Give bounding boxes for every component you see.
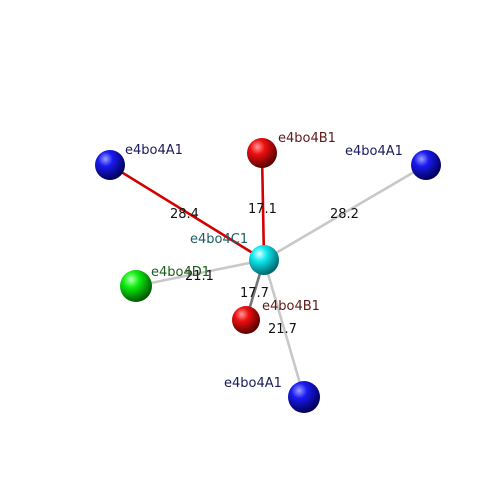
distance-label-green: 21.1 [185, 269, 214, 284]
atom-blue-right [411, 150, 441, 180]
atom-label-green: e4bo4D1 [151, 265, 210, 280]
atom-label-center: e4bo4C1 [190, 232, 248, 247]
bond-center-blue-right [262, 163, 428, 262]
atom-label-blue-right: e4bo4A1 [345, 144, 403, 159]
distance-label-layer: 28.4 17.1 28.2 21.1 17.7 21.7 [170, 202, 359, 337]
atom-blue-bottom [288, 381, 320, 413]
atom-layer [95, 138, 441, 413]
atom-label-layer: e4bo4C1 e4bo4B1 e4bo4A1 e4bo4A1 e4bo4D1 … [125, 131, 403, 391]
distance-label-blue-left: 28.4 [170, 207, 199, 222]
atom-label-red-top: e4bo4B1 [278, 131, 336, 146]
distance-label-red-low: 17.7 [240, 286, 269, 301]
distance-label-red-top: 17.1 [248, 202, 277, 217]
bond-layer [108, 151, 428, 399]
atom-green-left [120, 270, 152, 302]
atom-red-low [232, 306, 260, 334]
atom-label-red-low: e4bo4B1 [262, 299, 320, 314]
atom-blue-left [95, 150, 125, 180]
distance-label-blue-right: 28.2 [330, 207, 359, 222]
bond-center-green [134, 258, 266, 288]
bond-center-blue-left [108, 163, 266, 262]
atom-label-blue-bottom: e4bo4A1 [224, 376, 282, 391]
distance-label-blue-bottom: 21.7 [268, 322, 297, 337]
atom-label-blue-left: e4bo4A1 [125, 143, 183, 158]
atom-center [249, 245, 279, 275]
bond-center-red-top [260, 151, 266, 262]
bond-center-blue-bottom [262, 258, 306, 399]
atom-red-top [247, 138, 277, 168]
